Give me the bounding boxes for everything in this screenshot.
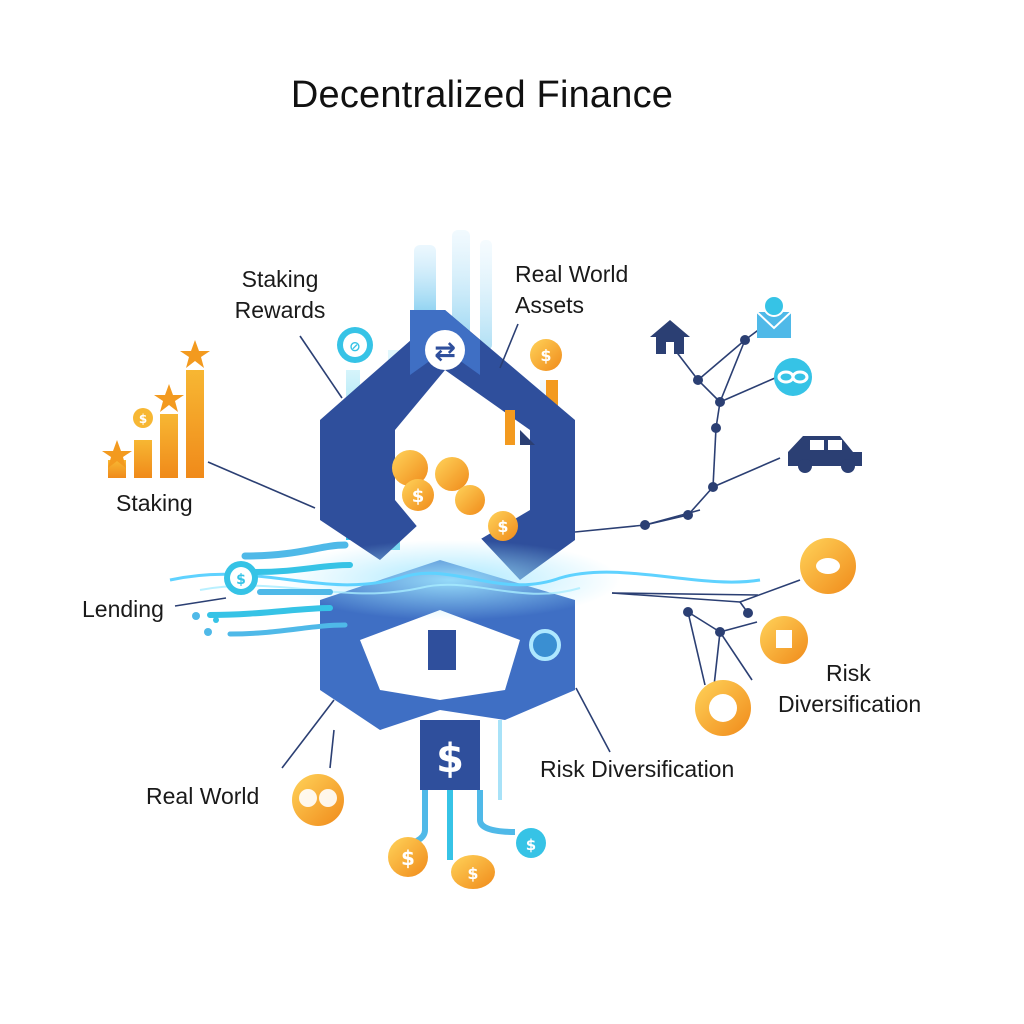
label-line: Diversification [778,691,922,717]
envelope-coin-icon [756,295,792,338]
label-real-world: Real World [146,783,260,809]
label-staking: Staking [116,490,193,516]
svg-text:$: $ [236,572,246,588]
center-dollar-symbol: $ [436,736,464,782]
label-line: Assets [515,292,585,318]
coin-pile: $ $ [392,450,518,541]
chain-link-icon: ⊘ [337,327,373,363]
house-icon [650,320,690,354]
dollar-coin-icon [516,828,546,858]
label-lending: Lending [82,596,164,622]
risk-network-nodes [683,607,753,637]
risk-network [611,579,801,687]
annotation-arrows [174,323,759,769]
label-line: Rewards [234,297,326,323]
svg-text:$: $ [526,836,536,854]
coin-dollar-symbol: $ [497,517,508,536]
label-line: Staking [241,266,319,292]
dollar-coin-icon: $ [530,339,562,371]
label-line: Risk [826,660,871,686]
risk-shield-icon [695,538,856,736]
asset-network [574,324,781,533]
token-symbol: ⇄ [434,337,456,367]
car-icon [788,436,862,473]
label-risk-diversification-center: Risk Diversification [540,756,735,782]
coin-dollar-symbol: $ [412,486,425,507]
label-real-world-assets: Real World Assets [515,259,675,321]
dollar-coin-icon [451,855,495,889]
label-staking-rewards: Staking Rewards [220,264,340,326]
page-title: Decentralized Finance [290,74,674,116]
bottom-pipes: $ $ $ [388,720,546,889]
svg-text:$: $ [540,346,551,365]
svg-text:$: $ [467,864,478,883]
dollar-coin-icon [388,837,428,877]
risk-shield-icon [292,774,344,826]
lending-pipes: $ [192,541,353,637]
chain-link-icon [774,358,812,396]
label-line: Real World [515,261,629,287]
svg-text:$: $ [401,846,415,870]
svg-text:⊘: ⊘ [349,339,361,355]
label-risk-diversification-right: Risk Diversification [778,658,978,720]
bar-chart-stars-icon: $ [102,340,210,478]
asset-network-nodes [640,335,750,530]
svg-text:$: $ [139,412,147,426]
energy-wave [169,540,761,620]
